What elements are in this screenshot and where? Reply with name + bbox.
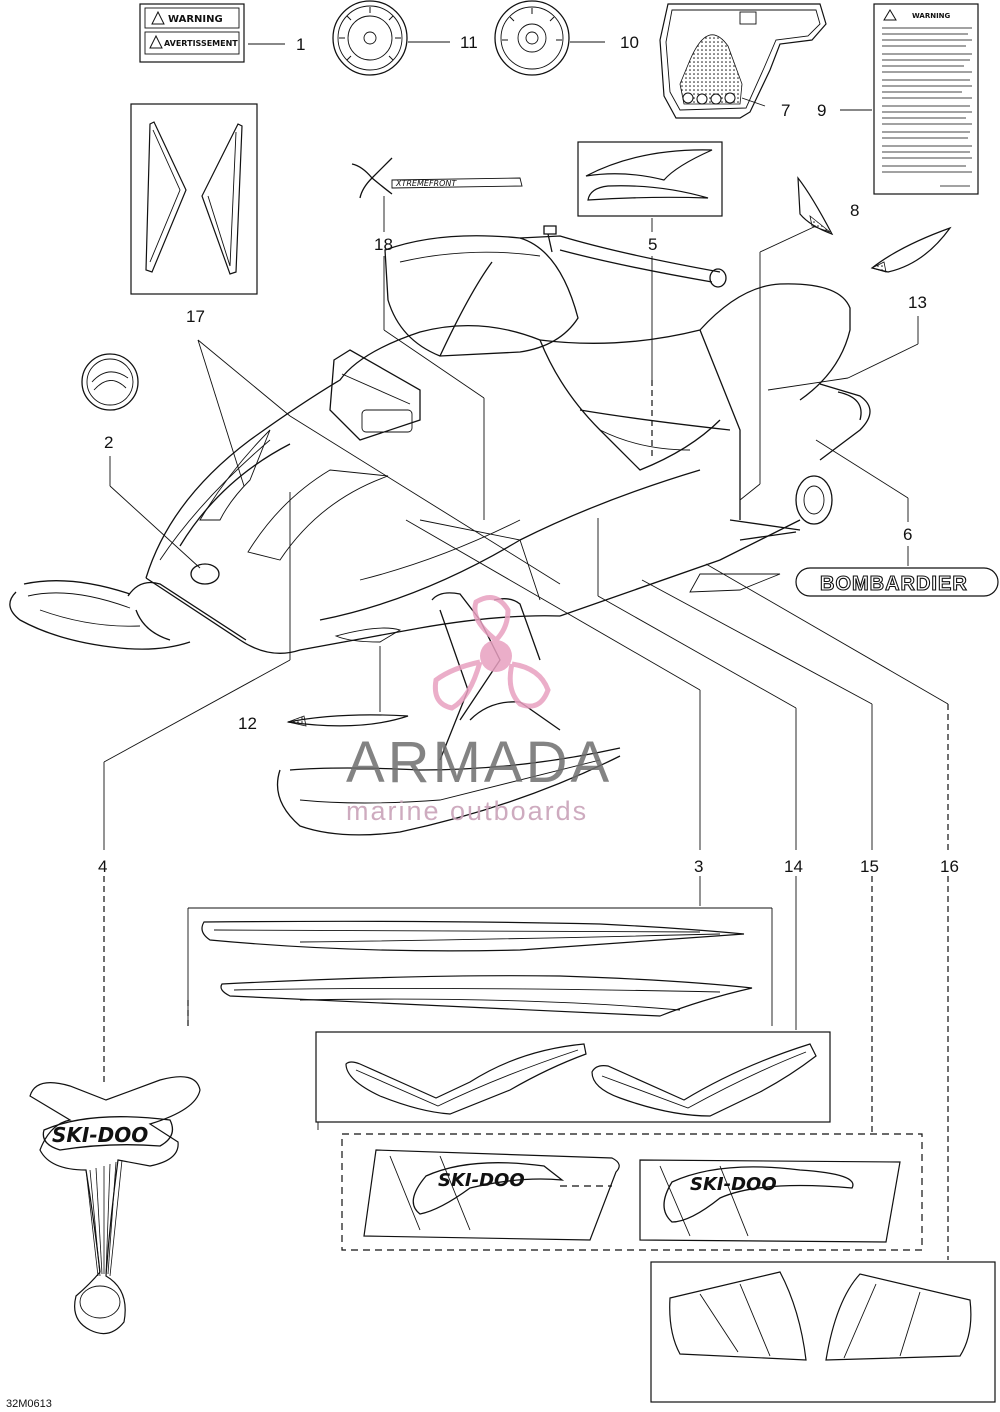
hood-stripe-decals: [130, 103, 258, 295]
callout-12: 12: [238, 714, 257, 733]
windshield-logo-text: XTREMEFRONT: [395, 179, 457, 188]
callout-15: 15: [860, 857, 879, 876]
warning-label-text-1: WARNING: [168, 14, 223, 25]
callout-9: 9: [817, 101, 826, 120]
console-decal: [659, 3, 827, 119]
callout-14: 14: [784, 857, 803, 876]
callout-2: 2: [104, 433, 113, 452]
side-accent-decal: [870, 226, 952, 273]
model-logo-text-right: SKI-DOO: [690, 1174, 777, 1195]
warning-label-decal: WARNING AVERTISSEMENT: [139, 3, 245, 63]
drawing-code: 32M0613: [6, 1398, 52, 1410]
hood-wing-decals: [315, 1031, 831, 1123]
model-logo-text-left: SKI-DOO: [438, 1170, 525, 1191]
callout-10: 10: [620, 33, 639, 52]
callout-1: 1: [296, 35, 305, 54]
round-emblem-decal: [81, 353, 139, 411]
callout-17: 17: [186, 307, 205, 326]
callout-5: 5: [648, 235, 657, 254]
small-strip-decal: [286, 714, 409, 727]
warning-card-title: WARNING: [912, 12, 951, 20]
callout-6: 6: [903, 525, 912, 544]
tall-logo-text: SKI-DOO: [52, 1123, 148, 1147]
bombardier-decal-text: BOMBARDIER: [820, 573, 968, 595]
speedometer-gauge-decal: [332, 0, 408, 76]
callout-7: 7: [781, 101, 790, 120]
long-side-stripes-decal: [187, 907, 773, 1026]
bombardier-decal: BOMBARDIER: [795, 567, 999, 597]
tachometer-gauge-decal: [494, 0, 570, 76]
warning-label-text-2: AVERTISSEMENT: [164, 39, 238, 48]
callout-11: 11: [460, 33, 478, 52]
snowmobile-illustration: [9, 225, 871, 836]
rear-panel-decals: [650, 1261, 996, 1403]
callout-numbers: 1 2 3 4 5 6 7 8 9 10 11 12 13 14 15 16 1…: [98, 33, 959, 876]
small-triangle-decal: [797, 176, 834, 236]
warning-card-decal: WARNING: [873, 3, 979, 195]
model-logo-decals: SKI-DOO SKI-DOO: [341, 1133, 923, 1251]
propeller-logo-icon: [432, 595, 551, 711]
watermark-subtitle: marine outboards: [346, 796, 588, 826]
armada-watermark: ARMADA marine outboards: [346, 595, 612, 826]
callout-8: 8: [850, 201, 859, 220]
callout-4: 4: [98, 857, 107, 876]
callout-3: 3: [694, 857, 703, 876]
callout-18: 18: [374, 235, 393, 254]
hood-accent-decals: [577, 141, 723, 217]
watermark-title: ARMADA: [346, 730, 612, 795]
callout-13: 13: [908, 293, 927, 312]
tall-model-logo-decal: SKI-DOO: [29, 1076, 201, 1335]
windshield-logo-decal: XTREMEFRONT: [351, 157, 523, 199]
callout-16: 16: [940, 857, 959, 876]
leader-lines: [103, 196, 949, 1260]
